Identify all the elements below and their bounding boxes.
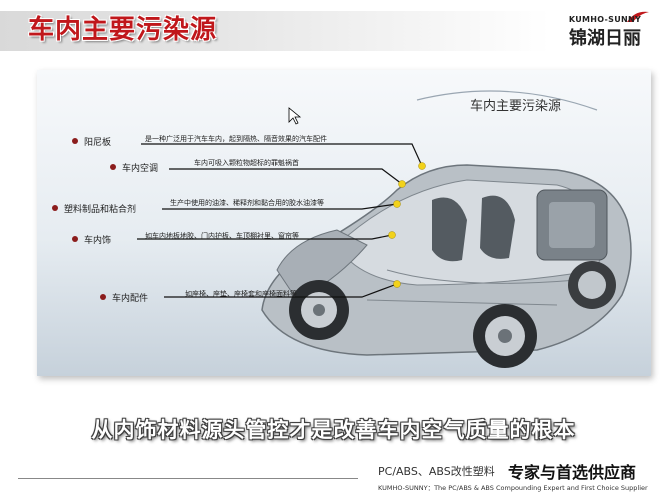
callout-label-3: 塑料制品和粘合剂: [64, 205, 137, 215]
logo: [553, 12, 657, 56]
callout-dot: [72, 236, 78, 242]
logo-text-cn: 锦湖日丽: [569, 28, 641, 49]
rear-right-wheel: [568, 261, 616, 309]
footer-divider: [18, 478, 358, 479]
logo-swoosh-icon: [627, 11, 649, 22]
callout-desc-2: 车内可吸入颗粒物超标的罪魁祸首: [194, 159, 299, 167]
figure-title: 车内主要污染源: [470, 99, 562, 114]
callout-dot: [52, 205, 58, 211]
callout-label-1: 阳尼板: [84, 138, 112, 148]
callout-desc-4: 如车内地板地胶、门内护板、车顶棚衬里、窗帘等: [145, 232, 299, 240]
callout-dot: [110, 164, 116, 170]
callout-label-4: 车内饰: [84, 236, 112, 246]
callout-line-1: [141, 143, 423, 167]
callout-desc-5: 如座椅、座垫、座椅套和座椅面料等: [185, 290, 297, 298]
front-wheel: [289, 280, 349, 340]
header-bar: [0, 11, 550, 51]
car-body: [261, 164, 632, 356]
callout-dot: [72, 138, 78, 144]
logo-text-en: KUMHO-SUNNY: [568, 15, 642, 24]
footer-tagline-en: KUMHO-SUNNY：The PC/ABS & ABS Compounding…: [378, 484, 648, 492]
callout-markers: [388, 162, 426, 288]
callout-desc-3: 生产中使用的油漆、稀释剂和黏合用的胶水油漆等: [170, 199, 324, 207]
car-cutaway-illustration: [137, 90, 632, 368]
page-title: 车内主要污染源: [28, 15, 218, 45]
callout-desc-1: 是一种广泛用于汽车车内，起到隔热、隔音效果的汽车配件: [145, 135, 327, 143]
slogan: 从内饰材料源头管控才是改善车内空气质量的根本: [91, 418, 576, 442]
callout-line-4: [137, 234, 393, 240]
callout-label-5: 车内配件: [112, 294, 149, 304]
callout-dot: [100, 294, 106, 300]
footer-tagline-cn: PC/ABS、ABS改性塑料: [378, 465, 495, 478]
cursor-icon: [288, 107, 302, 125]
callout-line-2: [169, 168, 403, 185]
callout-line-5: [164, 283, 398, 298]
callout-line-3: [162, 203, 398, 210]
callout-lines: [137, 143, 423, 298]
rear-wheel: [473, 304, 537, 368]
roof-outline: [416, 90, 598, 111]
footer-tagline-strong: 专家与首选供应商: [508, 463, 637, 482]
callout-label-2: 车内空调: [122, 164, 159, 174]
